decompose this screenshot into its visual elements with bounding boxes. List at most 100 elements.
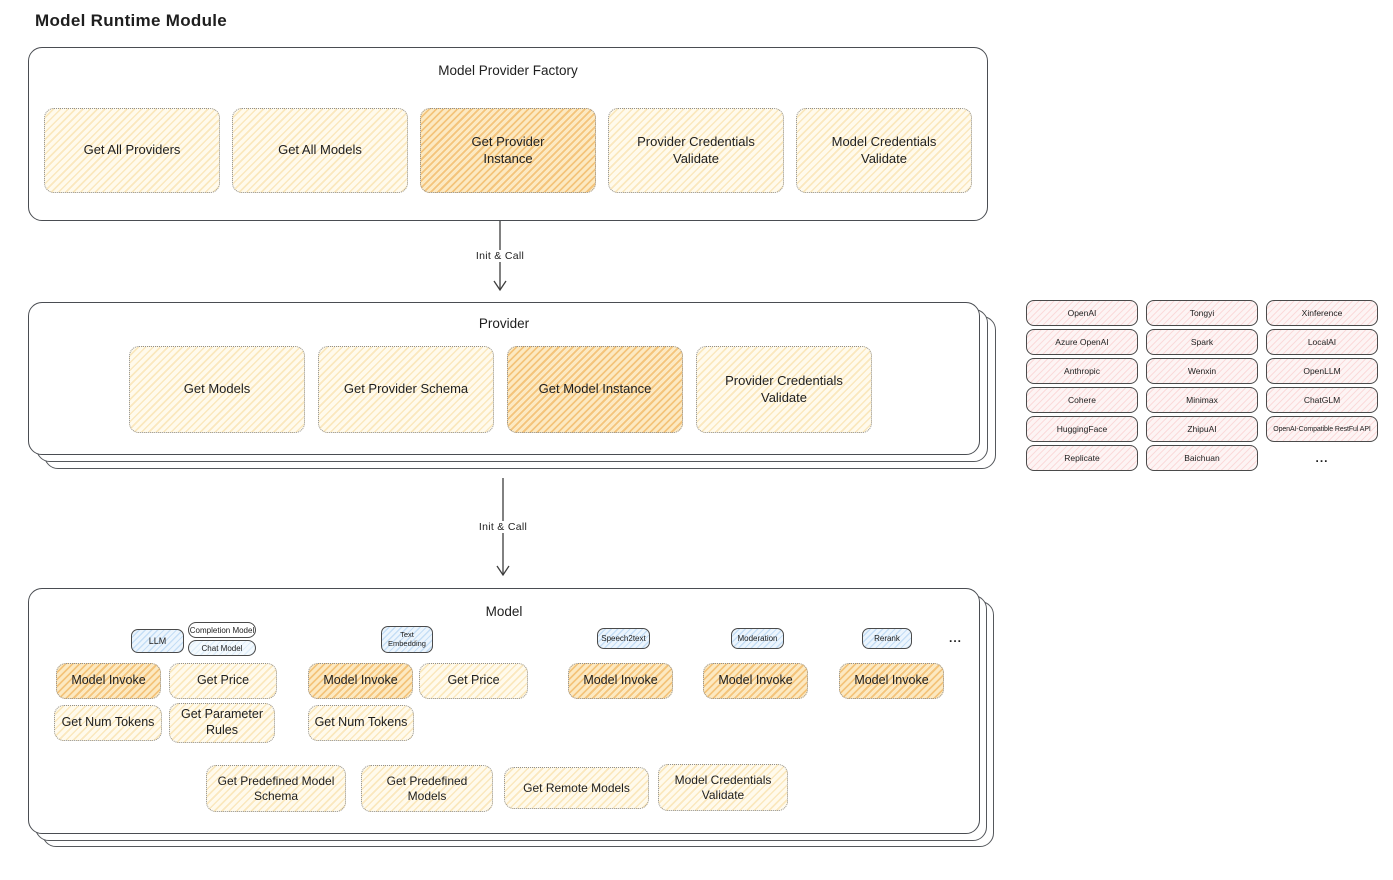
- box-label: Get Num Tokens: [61, 715, 155, 730]
- llm-get-price-box[interactable]: Get Price: [169, 663, 277, 699]
- model-title: Model: [485, 604, 523, 619]
- get-remote-models-box[interactable]: Get Remote Models: [504, 767, 649, 809]
- provider-chip-azure-openai[interactable]: Azure OpenAI: [1026, 329, 1138, 355]
- box-label: Model Invoke: [71, 673, 146, 688]
- tabs-ellipsis: ...: [949, 631, 963, 645]
- box-label: Get Predefined Model Schema: [217, 773, 335, 803]
- tag-label: Completion Model: [189, 625, 255, 635]
- tab-llm[interactable]: LLM: [131, 629, 184, 653]
- tab-label: Rerank: [874, 633, 900, 643]
- tab-label: Moderation: [737, 633, 778, 643]
- model-panel[interactable]: Model LLM Completion Model Chat Model Te…: [28, 588, 980, 834]
- chip-label: Cohere: [1068, 395, 1096, 405]
- provider-chip-xinference[interactable]: Xinference: [1266, 300, 1378, 326]
- provider-chip-openai[interactable]: OpenAI: [1026, 300, 1138, 326]
- chip-label: Xinference: [1301, 308, 1343, 318]
- box-label: Get Parameter Rules: [181, 707, 263, 737]
- box-label: Model Invoke: [583, 673, 658, 688]
- provider-chip-anthropic[interactable]: Anthropic: [1026, 358, 1138, 384]
- provider-chip-chatglm[interactable]: ChatGLM: [1266, 387, 1378, 413]
- tab-label: Text Embedding: [388, 629, 426, 648]
- chip-label: OpenAI-Compatible RestFul API: [1273, 425, 1371, 433]
- model-credentials-validate-box[interactable]: Model Credentials Validate: [796, 108, 972, 193]
- chip-label: OpenLLM: [1303, 366, 1341, 376]
- model-credentials-validate-box-2[interactable]: Model Credentials Validate: [658, 764, 788, 811]
- provider-chip-zhipuai[interactable]: ZhipuAI: [1146, 416, 1258, 442]
- get-predefined-model-schema-box[interactable]: Get Predefined Model Schema: [206, 765, 346, 812]
- box-label: Model Invoke: [718, 673, 793, 688]
- llm-get-num-tokens-box[interactable]: Get Num Tokens: [54, 705, 162, 741]
- chip-label: ChatGLM: [1303, 395, 1341, 405]
- speech2text-model-invoke-box[interactable]: Model Invoke: [568, 663, 673, 699]
- box-label: Get All Models: [278, 142, 362, 158]
- provider-chip-replicate[interactable]: Replicate: [1026, 445, 1138, 471]
- box-label: Provider Credentials Validate: [725, 373, 843, 405]
- tab-label: LLM: [148, 635, 167, 646]
- provider-chip-cohere[interactable]: Cohere: [1026, 387, 1138, 413]
- tab-speech2text[interactable]: Speech2text: [597, 628, 650, 649]
- chip-label: Tongyi: [1189, 308, 1215, 318]
- chip-label: Anthropic: [1064, 366, 1100, 376]
- box-label: Get Provider Instance: [471, 134, 545, 166]
- llm-model-invoke-box[interactable]: Model Invoke: [56, 663, 161, 699]
- provider-chip-openai-compatible-restful-api[interactable]: OpenAI-Compatible RestFul API: [1266, 416, 1378, 442]
- page-title: Model Runtime Module: [35, 11, 228, 30]
- get-predefined-models-box[interactable]: Get Predefined Models: [361, 765, 493, 812]
- tag-chat-model[interactable]: Chat Model: [188, 640, 256, 656]
- get-provider-instance-box[interactable]: Get Provider Instance: [420, 108, 596, 193]
- provider-panel[interactable]: Provider Get Models Get Provider Schema …: [28, 302, 980, 455]
- provider-chip-spark[interactable]: Spark: [1146, 329, 1258, 355]
- init-call-label-2: Init & Call: [474, 521, 532, 533]
- provider-title: Provider: [478, 316, 530, 331]
- factory-panel[interactable]: Model Provider Factory Get All Providers…: [28, 47, 988, 221]
- chip-label: LocalAI: [1307, 337, 1337, 347]
- tab-rerank[interactable]: Rerank: [862, 628, 912, 649]
- provider-chip-huggingface[interactable]: HuggingFace: [1026, 416, 1138, 442]
- factory-title: Model Provider Factory: [438, 63, 578, 78]
- provider-chip-baichuan[interactable]: Baichuan: [1146, 445, 1258, 471]
- box-label: Get Models: [183, 381, 251, 397]
- provider-methods-row: Get Models Get Provider Schema Get Model…: [129, 346, 872, 433]
- chip-label: Wenxin: [1187, 366, 1217, 376]
- moderation-model-invoke-box[interactable]: Model Invoke: [703, 663, 808, 699]
- tag-completion-model[interactable]: Completion Model: [188, 622, 256, 638]
- provider-chip-localai[interactable]: LocalAI: [1266, 329, 1378, 355]
- tab-label: Speech2text: [601, 633, 646, 643]
- box-label: Model Invoke: [323, 673, 398, 688]
- box-label: Model Credentials Validate: [674, 772, 772, 802]
- get-all-providers-box[interactable]: Get All Providers: [44, 108, 220, 193]
- tag-label: Chat Model: [201, 643, 243, 653]
- provider-chip-tongyi[interactable]: Tongyi: [1146, 300, 1258, 326]
- box-label: Get Provider Schema: [343, 381, 469, 397]
- box-label: Get Num Tokens: [314, 715, 408, 730]
- chip-label: Replicate: [1064, 453, 1100, 463]
- rerank-model-invoke-box[interactable]: Model Invoke: [839, 663, 944, 699]
- box-label: Get Price: [447, 673, 500, 688]
- tab-text-embedding[interactable]: Text Embedding: [381, 626, 433, 653]
- tab-moderation[interactable]: Moderation: [731, 628, 784, 649]
- get-provider-schema-box[interactable]: Get Provider Schema: [318, 346, 494, 433]
- box-label: Get Model Instance: [538, 381, 652, 397]
- llm-get-parameter-rules-box[interactable]: Get Parameter Rules: [169, 703, 275, 743]
- provider-list-ellipsis: ...: [1315, 451, 1329, 465]
- provider-chip-minimax[interactable]: Minimax: [1146, 387, 1258, 413]
- get-all-models-box[interactable]: Get All Models: [232, 108, 408, 193]
- box-label: Get Remote Models: [523, 780, 630, 795]
- text-embedding-model-invoke-box[interactable]: Model Invoke: [308, 663, 413, 699]
- provider-chip-openllm[interactable]: OpenLLM: [1266, 358, 1378, 384]
- get-model-instance-box[interactable]: Get Model Instance: [507, 346, 683, 433]
- provider-credentials-validate-box[interactable]: Provider Credentials Validate: [608, 108, 784, 193]
- chip-label: OpenAI: [1067, 308, 1097, 318]
- chip-label: Minimax: [1186, 395, 1218, 405]
- chip-label: Baichuan: [1184, 453, 1220, 463]
- box-label: Model Credentials Validate: [831, 134, 937, 166]
- provider-chip-wenxin[interactable]: Wenxin: [1146, 358, 1258, 384]
- provider-credentials-validate-box-2[interactable]: Provider Credentials Validate: [696, 346, 872, 433]
- factory-methods-row: Get All Providers Get All Models Get Pro…: [44, 108, 972, 193]
- get-models-box[interactable]: Get Models: [129, 346, 305, 433]
- chip-label: Spark: [1190, 337, 1214, 347]
- chip-label: ZhipuAI: [1187, 424, 1217, 434]
- text-embedding-get-num-tokens-box[interactable]: Get Num Tokens: [308, 705, 414, 741]
- text-embedding-get-price-box[interactable]: Get Price: [419, 663, 528, 699]
